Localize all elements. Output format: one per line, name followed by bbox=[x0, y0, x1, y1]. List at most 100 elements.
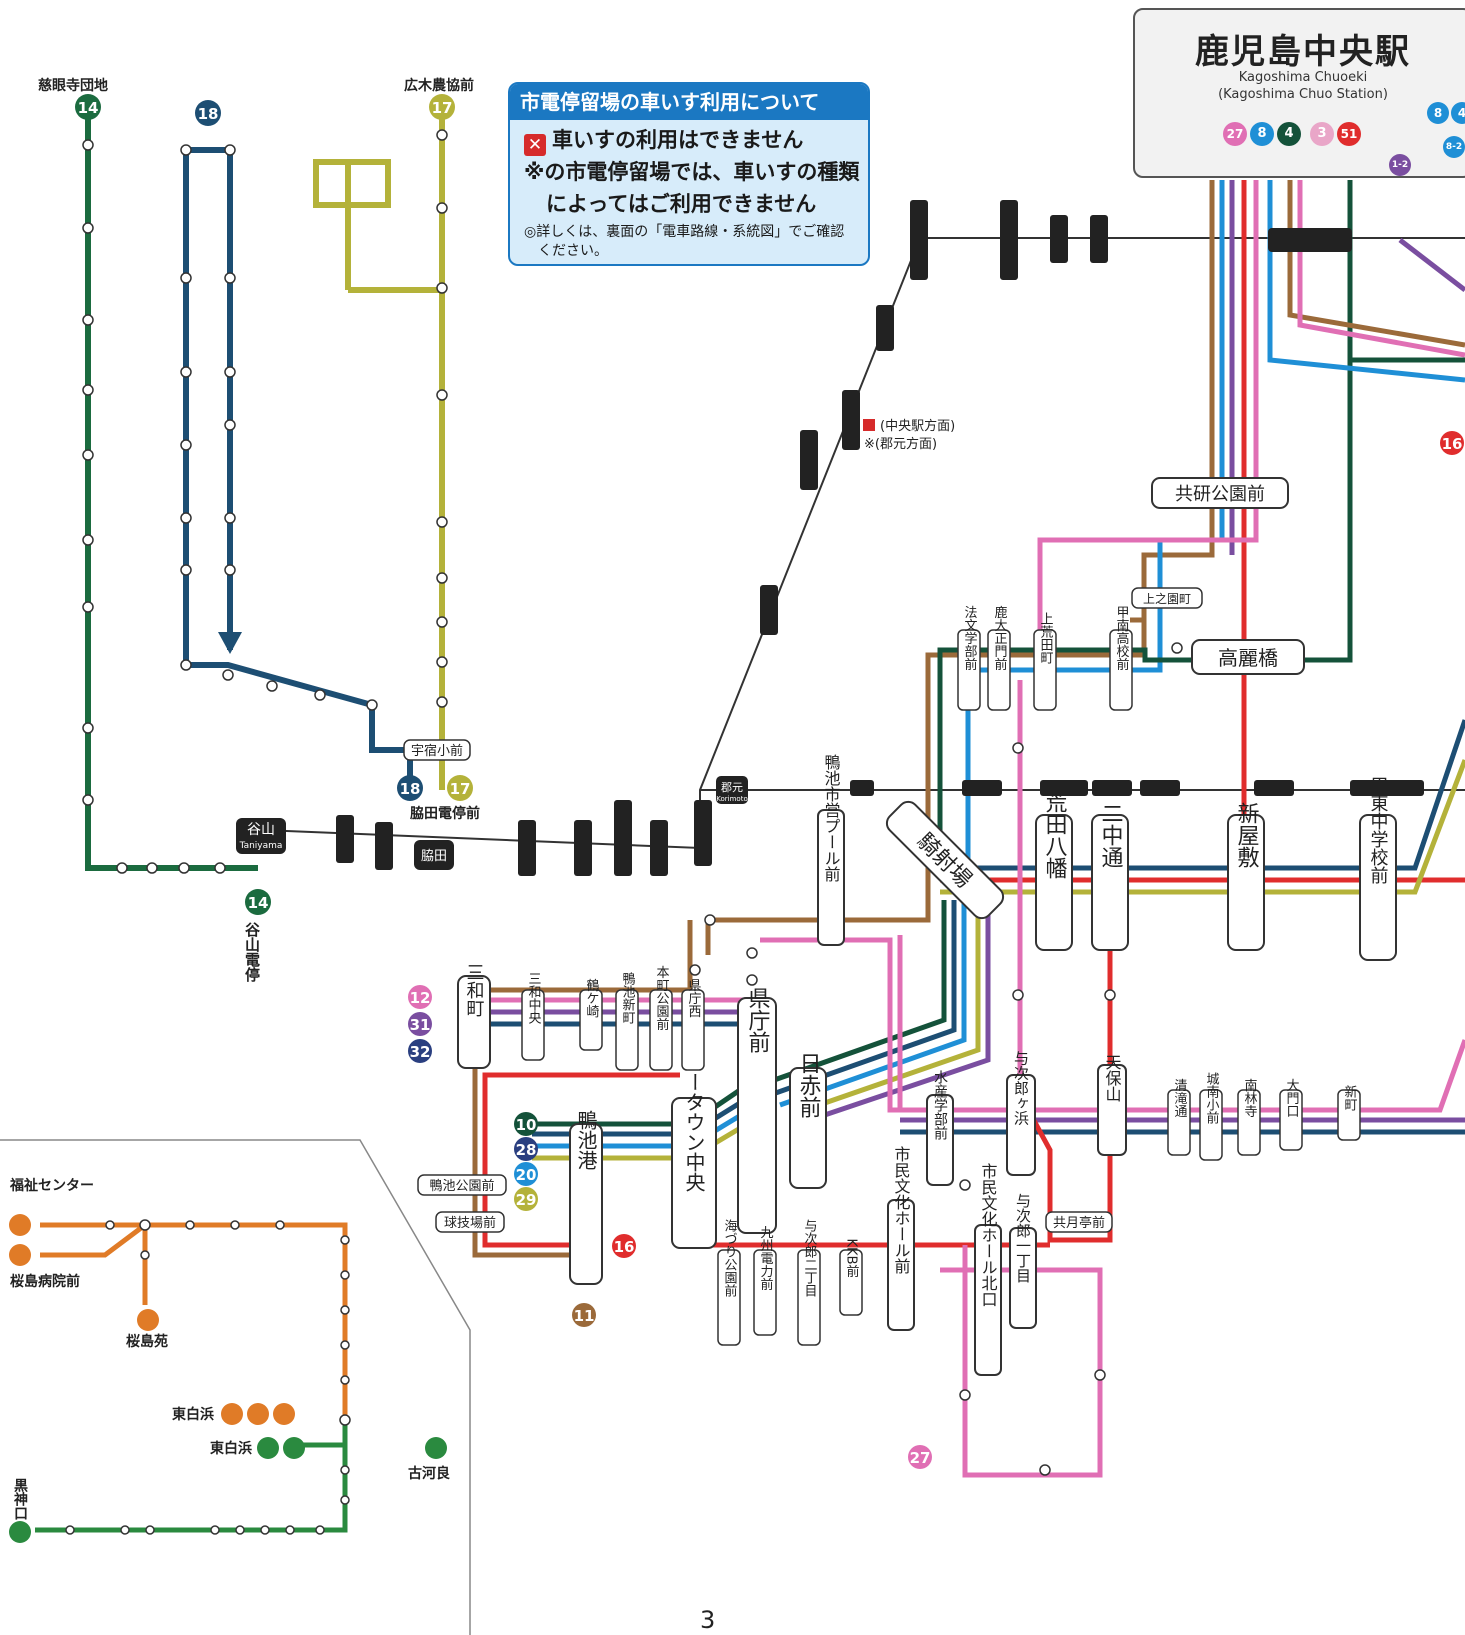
text-labels: 慈眼寺団地 広木農協前 谷山電停 福祉センター 桜島病院前 桜島苑 東白浜 東白… bbox=[9, 77, 955, 1520]
hub-title: 鹿児島中央駅 bbox=[1195, 32, 1411, 72]
notice-title: 市電停留場の車いす利用について bbox=[510, 84, 868, 120]
badge-28: 28 bbox=[514, 1137, 538, 1161]
vbox-yojiroga: 与次郎ヶ浜 bbox=[1006, 1051, 1036, 1176]
label-sakurajima-byoin: 桜島病院前 bbox=[10, 1273, 80, 1290]
label-higashi-shirahama: 東白浜 bbox=[172, 1406, 214, 1423]
badge-16-right: 16 bbox=[1440, 431, 1464, 455]
label-koudai: 鹿大正門前 bbox=[992, 605, 1008, 671]
label-kencho-nishi: 県庁西 bbox=[686, 979, 702, 1018]
page-number: 3 bbox=[700, 1606, 716, 1634]
svg-text:16: 16 bbox=[614, 1238, 635, 1256]
note-central: (中央駅方面) bbox=[880, 418, 955, 434]
badge-12: 12 bbox=[408, 985, 432, 1009]
route-18-line bbox=[183, 147, 413, 790]
hub-subtitle-romaji: Kagoshima Chuoeki bbox=[1238, 70, 1368, 85]
label-wakida: 脇田 bbox=[421, 849, 447, 864]
label-kamiarata: 上荒田町 bbox=[1038, 612, 1054, 664]
stop-markers bbox=[65, 129, 1183, 1535]
badge-31: 31 bbox=[408, 1012, 432, 1036]
hub-station-box: 鹿児島中央駅 Kagoshima Chuoeki (Kagoshima Chuo… bbox=[1133, 8, 1465, 178]
notice-line-1-text: 車いすの利用はできません bbox=[552, 128, 804, 152]
svg-text:14: 14 bbox=[248, 894, 269, 912]
route-14-line bbox=[85, 110, 258, 871]
vbox-small-row: 三和中央 鶴ケ崎 鴨池新町 本町公園前 県庁西 海づり公園前 九州電力前 与次郎… bbox=[521, 605, 1361, 1346]
hub-badge-4: 4 bbox=[1277, 122, 1301, 146]
vbox-suisan: 水産学部前 bbox=[926, 1070, 954, 1186]
vbox-kencho: 県庁前 bbox=[737, 987, 777, 1234]
label-kumiai: 鴨池市営プール前 bbox=[822, 754, 841, 883]
label-kkb: KKB前 bbox=[844, 1239, 860, 1278]
hub-badge-3: 3 bbox=[1310, 122, 1334, 146]
hub-route-badges: 27 8 4 3 51 bbox=[1223, 122, 1361, 146]
label-fukushi: 福祉センター bbox=[9, 1177, 94, 1194]
badge-16-left: 16 bbox=[612, 1234, 636, 1258]
label-daimon: 大門口 bbox=[1284, 1079, 1300, 1118]
tram-stop-kamoike bbox=[336, 200, 1424, 876]
label-mikazuki: 三和町 bbox=[464, 963, 485, 1017]
svg-text:32: 32 bbox=[410, 1043, 431, 1061]
label-korea: 共月亭前 bbox=[1053, 1215, 1105, 1231]
notice-line-2: ※の市電停留場では、車いすの種類 bbox=[524, 160, 860, 184]
label-konan-kou: 甲南高校前 bbox=[1114, 606, 1130, 671]
badge-11: 11 bbox=[572, 1303, 596, 1327]
x-mark-icon: ✕ bbox=[524, 134, 546, 156]
label-arata: 荒田八幡 bbox=[1042, 791, 1068, 879]
sakurajima-badges bbox=[9, 1214, 447, 1543]
label-furukawara: 古河良 bbox=[408, 1465, 450, 1482]
label-jigenji: 慈眼寺団地 bbox=[38, 77, 108, 94]
vbox-arata: 荒田八幡 bbox=[1035, 791, 1073, 951]
label-korai: 高麗橋 bbox=[1218, 646, 1278, 670]
badge-18-bottom: 18 bbox=[397, 775, 423, 801]
hub-subtitle-english: (Kagoshima Chuo Station) bbox=[1218, 87, 1388, 102]
label-nanrinji: 南林寺 bbox=[1242, 1078, 1258, 1118]
note-korimoto: ※(郡元方面) bbox=[864, 436, 937, 452]
hub-route-badges-right: 8 4 bbox=[1427, 102, 1465, 124]
badge-10: 10 bbox=[514, 1112, 538, 1136]
label-shimin: 市民文化ホール前 bbox=[892, 1146, 911, 1275]
label-kurokamiguchi: 黒神口 bbox=[12, 1478, 28, 1520]
notice-line-1: ✕ 車いすの利用はできません bbox=[524, 124, 803, 156]
badge-14-top: 14 bbox=[75, 94, 101, 120]
label-uenosono: 上之園町 bbox=[1143, 592, 1191, 606]
label-tenpozan: 天保山 bbox=[1103, 1054, 1122, 1102]
vbox-yojiro1: 与次郎一丁目 bbox=[1009, 1193, 1037, 1329]
svg-text:11: 11 bbox=[574, 1307, 595, 1325]
route-60-line bbox=[40, 1222, 348, 1420]
hub-badge-8: 8 bbox=[1250, 122, 1274, 146]
svg-text:17: 17 bbox=[450, 780, 471, 798]
notice-line-3: によってはご利用できません bbox=[546, 192, 817, 216]
hub-badge-51: 51 bbox=[1337, 122, 1361, 146]
hub-badge-right-4: 4 bbox=[1451, 102, 1465, 124]
svg-text:29: 29 bbox=[516, 1191, 537, 1209]
label-kamoike-port: 鴨池港 bbox=[574, 1110, 598, 1170]
svg-text:12: 12 bbox=[410, 989, 431, 1007]
label-shimin-kita: 市民文化ホール北口 bbox=[979, 1163, 998, 1307]
label-kaizuri: 海づり公園前 bbox=[722, 1219, 738, 1297]
label-kyujo: 球技場前 bbox=[444, 1215, 496, 1231]
hub-badge-right-8: 8 bbox=[1427, 102, 1449, 124]
label-suisan: 水産学部前 bbox=[932, 1070, 948, 1141]
label-kamoike-koen: 鴨池公園前 bbox=[429, 1178, 494, 1194]
label-seitaka: 清滝通 bbox=[1172, 1079, 1188, 1118]
badge-14-bottom: 14 bbox=[245, 889, 271, 915]
badge-27: 27 bbox=[908, 1445, 932, 1469]
svg-text:28: 28 bbox=[516, 1141, 537, 1159]
label-korimoto: 郡元 bbox=[721, 781, 743, 794]
vbox-kamoikeport: 鴨池港 bbox=[569, 1110, 603, 1285]
sakurajima-border bbox=[0, 1139, 471, 1635]
label-shinyashiki: 新屋敷 bbox=[1234, 802, 1260, 868]
svg-text:31: 31 bbox=[410, 1016, 431, 1034]
badge-29: 29 bbox=[514, 1187, 538, 1211]
vbox-konan: 甲東中学校前 bbox=[1359, 776, 1397, 961]
label-yojiro2: 与次郎二丁目 bbox=[802, 1219, 818, 1297]
badge-17-bottom: 17 bbox=[447, 775, 473, 801]
label-korimoto-en: Korimoto bbox=[716, 795, 747, 803]
vbox-shimin: 市民文化ホール前 bbox=[887, 1146, 915, 1331]
label-sakurajima-en: 桜島苑 bbox=[126, 1333, 168, 1350]
svg-text:18: 18 bbox=[198, 105, 219, 123]
label-higashi-shirahama-2: 東白浜 bbox=[210, 1440, 252, 1457]
label-jonan: 城南小前 bbox=[1204, 1072, 1220, 1124]
notice-line-5: ください。 bbox=[538, 243, 608, 259]
label-konan: 甲東中学校前 bbox=[1368, 776, 1389, 884]
